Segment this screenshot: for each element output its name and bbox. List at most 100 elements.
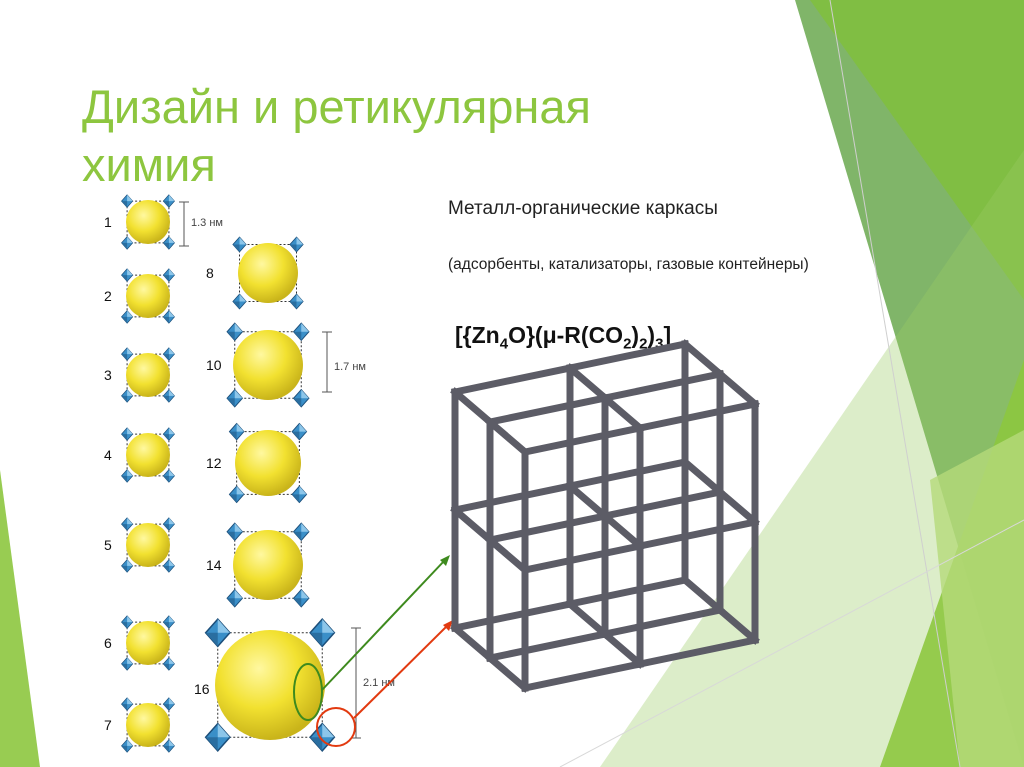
lattice-bar xyxy=(455,628,490,658)
cage-small xyxy=(122,518,175,572)
lattice-bar xyxy=(525,664,640,688)
lattice-bar xyxy=(720,374,755,404)
metal-node-icon xyxy=(292,486,307,502)
pore-sphere xyxy=(126,433,170,477)
metal-node-icon xyxy=(163,311,174,324)
lattice-bar xyxy=(605,374,720,398)
metal-node-icon xyxy=(206,619,230,646)
metal-node-icon xyxy=(310,724,334,751)
lattice-bar xyxy=(455,368,570,392)
pore-sphere xyxy=(233,330,303,400)
lattice-bar xyxy=(490,398,605,422)
lattice-bar xyxy=(570,368,605,398)
lattice-bar xyxy=(720,610,755,640)
lattice-bar xyxy=(605,492,720,516)
lattice-bar xyxy=(525,428,640,452)
metal-node-icon xyxy=(122,269,133,282)
lattice-bar xyxy=(455,486,570,510)
framework-lattice xyxy=(455,344,755,688)
lattice-bar xyxy=(685,462,720,492)
lattice-bar xyxy=(640,640,755,664)
metal-node-icon xyxy=(294,390,309,407)
pore-sphere xyxy=(233,530,303,600)
structure-label: 7 xyxy=(104,717,112,733)
metal-node-icon xyxy=(163,428,174,441)
structure-label: 10 xyxy=(206,357,222,373)
lattice-bar xyxy=(570,486,605,516)
pore-sphere xyxy=(215,630,325,740)
lattice-bar xyxy=(455,604,570,628)
cage-large xyxy=(229,423,306,502)
lattice-bar xyxy=(605,634,640,664)
size-bracket-medium: 1.7 нм xyxy=(322,332,366,392)
metal-node-icon xyxy=(294,523,309,540)
pore-sphere xyxy=(126,703,170,747)
lattice-bar xyxy=(490,516,605,540)
cage-small xyxy=(122,348,175,402)
metal-node-icon xyxy=(122,518,133,531)
lattice-bar xyxy=(685,580,720,610)
metal-node-icon xyxy=(229,486,244,502)
pore-sphere xyxy=(235,430,301,496)
lattice-bar xyxy=(525,546,640,570)
metal-node-icon xyxy=(163,518,174,531)
metal-node-icon xyxy=(122,658,133,671)
structure-label: 8 xyxy=(206,265,214,281)
cage-largest xyxy=(206,619,335,751)
lattice-bar xyxy=(570,580,685,604)
cage-large xyxy=(233,237,303,309)
metal-node-icon xyxy=(122,348,133,361)
metal-node-icon xyxy=(163,269,174,282)
metal-node-icon xyxy=(163,616,174,629)
metal-node-icon xyxy=(206,724,230,751)
node-arrow xyxy=(354,620,453,718)
metal-node-icon xyxy=(163,560,174,573)
structure-label: 14 xyxy=(206,557,222,573)
metal-node-icon xyxy=(163,390,174,403)
lattice-bar xyxy=(455,510,490,540)
metal-node-icon xyxy=(163,195,174,208)
pore-sphere xyxy=(126,200,170,244)
metal-node-icon xyxy=(227,523,242,540)
metal-node-icon xyxy=(290,237,303,252)
pore-sphere xyxy=(126,274,170,318)
lattice-bar xyxy=(570,604,605,634)
metal-node-icon xyxy=(233,294,246,309)
lattice-bar xyxy=(685,344,720,374)
metal-node-icon xyxy=(122,616,133,629)
pore-sphere xyxy=(126,621,170,665)
lattice-bar xyxy=(570,344,685,368)
metal-node-icon xyxy=(122,470,133,483)
metal-node-icon xyxy=(292,423,307,439)
metal-node-icon xyxy=(163,237,174,250)
metal-node-icon xyxy=(227,390,242,407)
metal-node-icon xyxy=(122,237,133,250)
lattice-bar xyxy=(640,522,755,546)
structure-label: 6 xyxy=(104,635,112,651)
metal-node-icon xyxy=(122,195,133,208)
lattice-bar xyxy=(605,398,640,428)
metal-node-icon xyxy=(233,237,246,252)
cage-small xyxy=(122,269,175,323)
linker-arrow xyxy=(322,555,450,690)
lattice-bar xyxy=(605,516,640,546)
metal-node-icon xyxy=(290,294,303,309)
lattice-bar xyxy=(720,492,755,522)
metal-node-icon xyxy=(227,590,242,607)
size-label-small: 1.3 нм xyxy=(191,217,223,229)
lattice-bar xyxy=(490,658,525,688)
metal-node-icon xyxy=(122,560,133,573)
metal-node-icon xyxy=(122,428,133,441)
structure-label: 16 xyxy=(194,681,210,697)
structure-label: 3 xyxy=(104,367,112,383)
metal-node-icon xyxy=(163,740,174,753)
lattice-bar xyxy=(570,462,685,486)
lattice-bar xyxy=(490,422,525,452)
large-cages-column: 810121416 xyxy=(194,237,334,751)
lattice-bar xyxy=(640,404,755,428)
metal-node-icon xyxy=(122,698,133,711)
metal-node-icon xyxy=(122,390,133,403)
